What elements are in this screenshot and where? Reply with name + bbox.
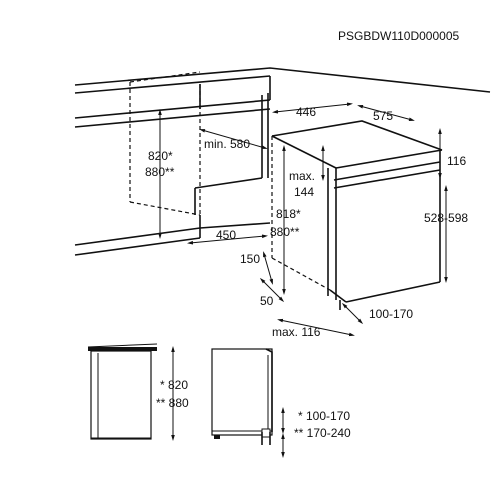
label-144: 144	[294, 185, 314, 199]
label-max: max.	[289, 169, 315, 183]
width-450-arrow	[187, 234, 268, 245]
label-575: 575	[373, 109, 393, 123]
label-50: 50	[260, 294, 274, 308]
label-116: 116	[447, 154, 466, 168]
label-818: 818*	[276, 207, 301, 221]
max-116-arrow	[277, 318, 355, 337]
depth-580-arrow	[199, 129, 268, 149]
label-min-580: min. 580	[204, 137, 250, 151]
floor	[74, 215, 271, 256]
countertop	[74, 67, 491, 128]
label-880b: 880**	[270, 225, 300, 239]
plinth-label-100-170: * 100-170	[298, 409, 350, 423]
plinth-label-170-240: ** 170-240	[294, 426, 351, 440]
label-820: 820*	[148, 149, 173, 163]
label-100-170: 100-170	[369, 307, 413, 321]
side-view	[87, 343, 158, 440]
depth-50-arrow	[259, 277, 285, 303]
side-label-820: * 820	[160, 378, 188, 392]
dishwasher-side-view	[211, 348, 273, 445]
width-446-arrow	[272, 102, 353, 114]
label-max-116: max. 116	[272, 325, 321, 339]
side-label-880: ** 880	[156, 396, 189, 410]
dishwasher-body	[271, 120, 443, 310]
depth-575-arrow	[357, 105, 415, 121]
depth-100-170-arrow	[341, 302, 364, 325]
label-446: 446	[296, 105, 316, 119]
label-528-598: 528-598	[424, 211, 468, 225]
depth-150-arrow	[263, 251, 273, 285]
label-450: 450	[216, 228, 236, 242]
diagram-code: PSGBDW110D000005	[338, 29, 460, 43]
label-150: 150	[240, 252, 260, 266]
label-880: 880**	[145, 165, 175, 179]
